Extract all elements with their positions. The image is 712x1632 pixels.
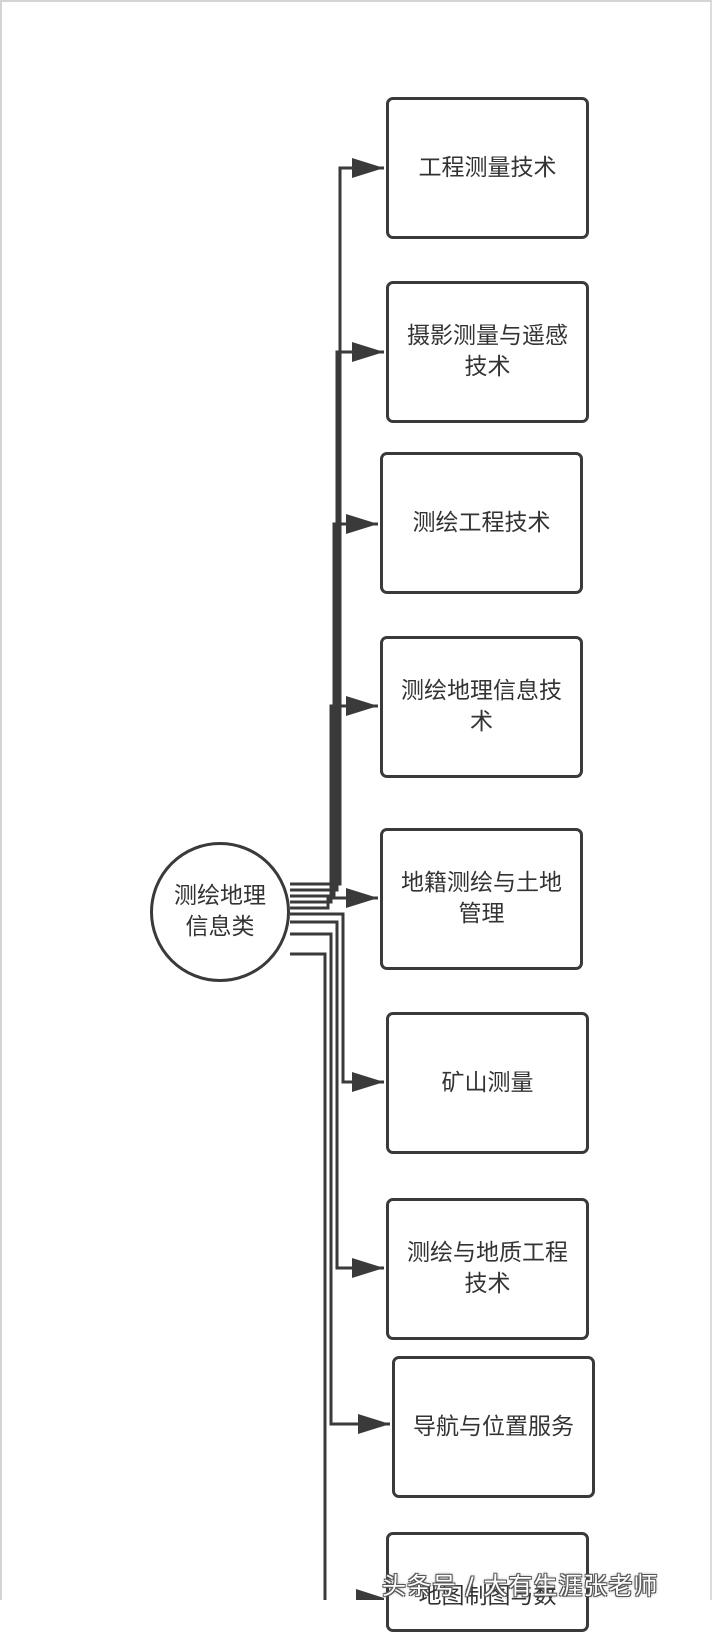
edge-hub-to-node-8	[290, 932, 390, 1426]
node-label: 测绘地理信息技术	[401, 678, 562, 735]
watermark: 头条号 / 大有生涯张老师	[382, 1572, 659, 1600]
arrowhead-4	[346, 696, 378, 716]
hub-node-label: 测绘地理信息类	[174, 883, 266, 940]
node-label: 工程测量技术	[418, 154, 557, 181]
node-survey-geological-engineering: 测绘与地质工程技术	[386, 1198, 589, 1340]
hub-node: 测绘地理信息类	[150, 842, 290, 982]
node-engineering-survey: 工程测量技术	[386, 97, 589, 239]
node-surveying-engineering: 测绘工程技术	[380, 452, 583, 594]
arrowhead-5	[346, 888, 378, 908]
arrowhead-2	[352, 342, 384, 362]
arrowhead-6	[352, 1072, 384, 1092]
arrowhead-1	[352, 158, 384, 178]
edge-hub-to-node-2	[290, 350, 384, 892]
arrowhead-3	[346, 514, 378, 534]
node-photogrammetry-remote-sensing: 摄影测量与遥感技术	[386, 281, 589, 423]
arrowhead-7	[352, 1258, 384, 1278]
node-label: 地籍测绘与土地管理	[401, 870, 562, 927]
node-label: 导航与位置服务	[413, 1413, 574, 1440]
arrowhead-9	[356, 1589, 384, 1600]
node-cadastral-land-management: 地籍测绘与土地管理	[380, 828, 583, 970]
node-label: 摄影测量与遥感技术	[407, 323, 568, 380]
edge-hub-to-node-7	[290, 920, 384, 1270]
node-geoinformation-tech: 测绘地理信息技术	[380, 636, 583, 778]
node-mine-survey: 矿山测量	[386, 1012, 589, 1154]
node-label: 矿山测量	[441, 1069, 534, 1096]
node-navigation-location-services: 导航与位置服务	[392, 1356, 595, 1498]
arrowhead-8	[358, 1414, 390, 1434]
edge-hub-to-node-9	[290, 952, 327, 1600]
node-label: 测绘与地质工程技术	[407, 1240, 568, 1297]
node-label: 测绘工程技术	[412, 509, 551, 536]
